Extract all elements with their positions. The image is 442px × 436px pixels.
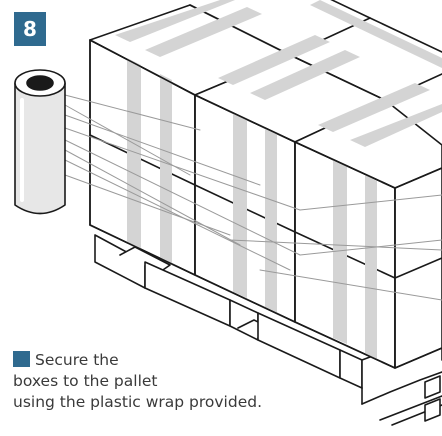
box-edges [89,39,442,369]
instruction-caption: Secure the boxes to the pallet using the… [13,350,343,413]
tape-strips [115,0,442,360]
step-number-badge: 8 [14,12,46,46]
caption-line-1: Secure the [13,350,343,371]
plastic-wrap [64,94,442,301]
caption-line-3: using the plastic wrap provided. [13,393,262,411]
square-bullet-icon [13,351,30,367]
caption-line-2: boxes to the pallet [13,372,158,390]
pallet [94,234,442,426]
caption-text-1: Secure the [35,351,119,369]
step-number: 8 [23,17,37,41]
wrap-roll [14,69,66,215]
